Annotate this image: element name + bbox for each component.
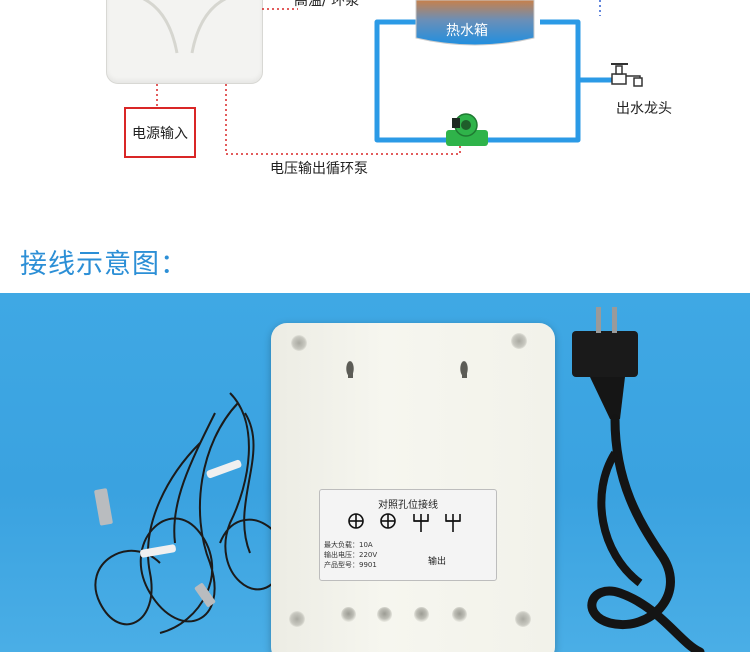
screw-hole — [291, 335, 307, 351]
controller-grooves-graphic — [142, 0, 227, 54]
plug-head — [572, 331, 638, 377]
plug-pin — [596, 307, 601, 333]
vent-hole — [341, 607, 356, 622]
tank-label: 热水箱 — [446, 23, 488, 39]
power-input-label: 电源输入 — [132, 125, 188, 142]
hot-water-tank — [415, 0, 535, 46]
power-cord-graphic — [94, 307, 705, 652]
faucet-label: 出水龙头 — [616, 101, 672, 117]
fuse-symbol-icon — [413, 514, 429, 532]
terminal-symbols — [348, 513, 461, 532]
screw-hole — [515, 611, 531, 627]
mounting-keyhole — [343, 361, 357, 383]
spec-voltage: 输出电压：220V — [324, 551, 378, 559]
pump-wire — [225, 84, 461, 155]
pump-label: 电压输出循环泵 — [270, 161, 368, 177]
power-input-box: 电源输入 — [124, 107, 196, 158]
plug-pin — [612, 307, 617, 333]
vent-hole — [377, 607, 392, 622]
wiring-diagram — [156, 0, 643, 155]
cable-tie — [140, 544, 176, 558]
vent-hole — [414, 607, 429, 622]
vent-hole — [452, 607, 467, 622]
temperature-probe — [94, 488, 113, 526]
screw-hole — [289, 611, 305, 627]
output-label: 输出 — [428, 557, 447, 567]
earth-symbol-icon — [380, 513, 396, 529]
section-heading: 接线示意图： — [20, 249, 188, 280]
spec-model: 产品型号：9901 — [324, 561, 377, 569]
spec-list: 最大负载：10A 输出电压：220V 产品型号：9901 — [324, 540, 377, 570]
controller-unit — [106, 0, 263, 84]
screw-hole — [511, 333, 527, 349]
earth-symbol-icon — [348, 513, 364, 529]
sensor-label: 高温/ 环泵 — [294, 0, 360, 9]
faucet-icon — [611, 63, 643, 87]
temperature-probe — [194, 583, 216, 607]
fuse-symbol-icon — [445, 514, 461, 532]
product-photo: 对照孔位接线 最大负载：10A 输出电压：220V 产品型号：9901 输出 — [0, 293, 750, 652]
cable-tie — [206, 459, 242, 479]
spec-load: 最大负载：10A — [324, 541, 373, 549]
wiring-label-plate: 对照孔位接线 最大负载：10A 输出电压：220V 产品型号：9901 输出 — [319, 489, 497, 581]
circulation-pump-icon — [446, 113, 488, 146]
controller-device: 对照孔位接线 最大负载：10A 输出电压：220V 产品型号：9901 输出 — [271, 323, 555, 652]
mounting-keyhole — [457, 361, 471, 383]
plate-title: 对照孔位接线 — [378, 500, 438, 511]
